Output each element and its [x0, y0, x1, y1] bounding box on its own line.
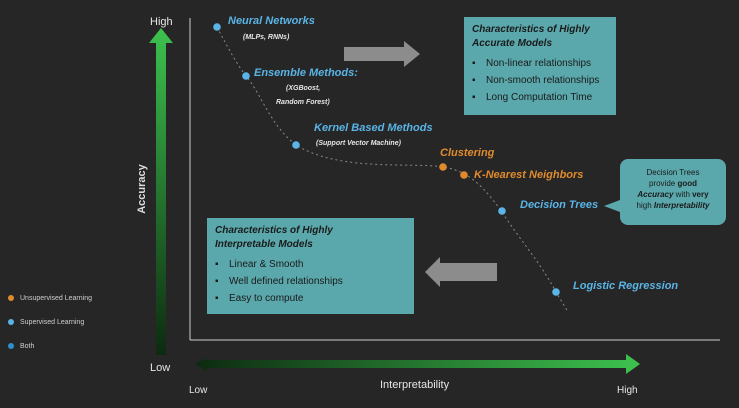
decision-trees-label: Decision Trees [520, 199, 599, 211]
list-item: Well defined relationships [215, 273, 408, 290]
accurate-box-title-1: Characteristics of Highly [472, 24, 590, 35]
knn-label: K-Nearest Neighbors [474, 169, 584, 181]
decision-trees-callout: Decision Trees provide good Accuracy wit… [620, 159, 726, 225]
point-logistic [552, 288, 560, 296]
clustering-label: Clustering [440, 147, 495, 159]
legend-item-supervised: Supervised Learning [8, 316, 92, 328]
point-knn [460, 171, 468, 179]
kernel-sub: (Support Vector Machine) [316, 140, 401, 147]
x-axis-high-label: High [617, 385, 638, 396]
accurate-box-list: Non-linear relationships Non-smooth rela… [472, 55, 610, 106]
legend-dot [8, 319, 14, 325]
legend-item-unsupervised: Unsupervised Learning [8, 292, 92, 304]
ensemble-sub-1: (XGBoost, [286, 85, 321, 92]
list-item: Easy to compute [215, 290, 408, 307]
y-axis-high-label: High [150, 16, 173, 28]
list-item: Long Computation Time [472, 89, 610, 106]
neural-networks-sub: (MLPs, RNNs) [243, 34, 290, 41]
legend-dot [8, 295, 14, 301]
legend-label: Both [20, 342, 35, 350]
legend-label: Unsupervised Learning [20, 294, 92, 302]
legend-label: Supervised Learning [20, 318, 85, 326]
point-clustering [439, 163, 447, 171]
list-item: Non-smooth relationships [472, 72, 610, 89]
logistic-regression-label: Logistic Regression [573, 280, 679, 292]
ensemble-sub-2: Random Forest) [276, 99, 330, 106]
point-decision-trees [498, 207, 506, 215]
point-kernel [292, 141, 300, 149]
accuracy-arrow [149, 28, 173, 355]
legend: Unsupervised Learning Supervised Learnin… [8, 292, 92, 352]
point-ensemble [242, 72, 250, 80]
y-axis-title: Accuracy [136, 164, 148, 214]
legend-item-both: Both [8, 340, 92, 352]
legend-dot [8, 343, 14, 349]
callout-line-1: Decision Trees [646, 168, 700, 177]
accurate-models-box: Characteristics of Highly Accurate Model… [464, 17, 616, 115]
list-item: Linear & Smooth [215, 256, 408, 273]
callout-line-3: Accuracy with very [637, 190, 709, 199]
left-grey-arrow [425, 257, 497, 287]
neural-networks-label: Neural Networks [228, 15, 315, 27]
x-axis-low-label: Low [189, 385, 208, 396]
right-grey-arrow [344, 41, 420, 67]
accurate-box-title-2: Accurate Models [472, 38, 553, 49]
point-neural-networks [213, 23, 221, 31]
x-axis-title: Interpretability [380, 379, 450, 391]
callout-line-2: provide good [648, 179, 697, 188]
kernel-label: Kernel Based Methods [314, 122, 433, 134]
tradeoff-curve [216, 26, 569, 313]
interpretable-box-list: Linear & Smooth Well defined relationshi… [215, 256, 408, 307]
list-item: Non-linear relationships [472, 55, 610, 72]
callout-pointer [604, 200, 620, 212]
interpretable-models-box: Characteristics of Highly Interpretable … [207, 218, 414, 314]
y-axis-low-label: Low [150, 362, 171, 374]
interpretability-arrow [195, 354, 640, 374]
callout-line-4: high Interpretability [636, 201, 710, 210]
interpretable-box-title-2: Interpretable Models [215, 239, 313, 250]
interpretable-box-title-1: Characteristics of Highly [215, 225, 333, 236]
ensemble-label: Ensemble Methods: [254, 67, 358, 79]
